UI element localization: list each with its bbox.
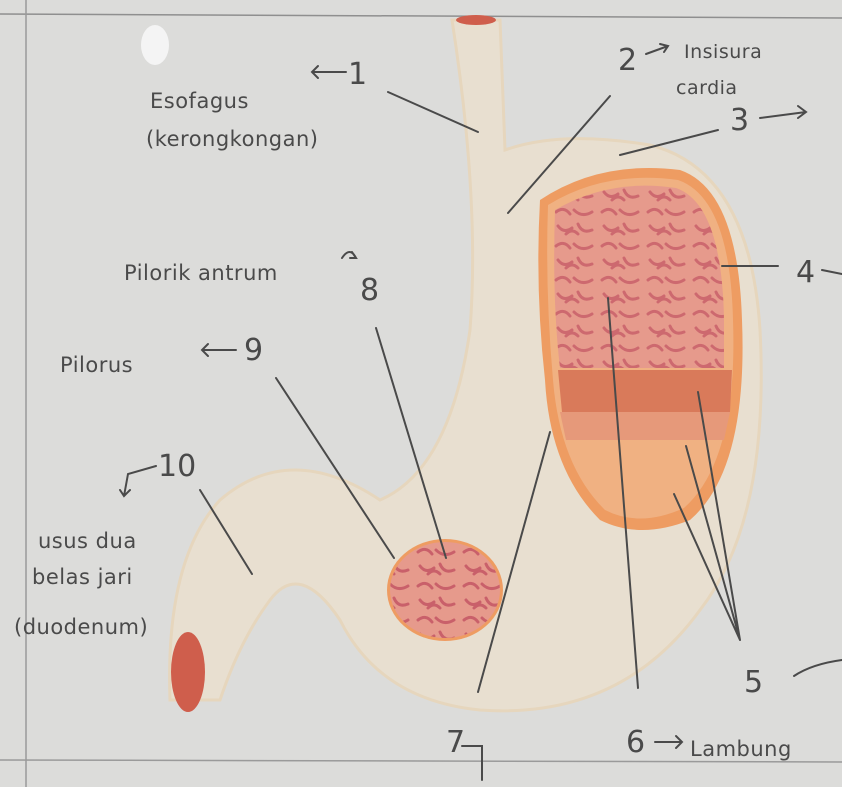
arrow-10 [120,466,156,496]
arrow-9 [202,344,236,356]
muscle-band [558,370,732,412]
arrow-6 [655,736,682,748]
esophagus-opening [456,15,496,25]
label-number-3: 3 [730,103,749,138]
label-kerongkongan: (kerongkongan) [146,127,318,151]
label-duodenum: (duodenum) [14,615,148,639]
label-number-6: 6 [626,725,645,760]
paper-top-line [0,14,842,18]
gastric-rugae [554,186,724,368]
label-esofagus: Esofagus [150,89,249,113]
label-number-8: 8 [360,273,379,308]
label-number-10: 10 [158,449,196,484]
label-cardia: cardia [676,77,738,99]
label-number-4: 4 [796,255,815,290]
arrow-2 [646,44,668,54]
label-pilorus: Pilorus [60,353,133,377]
arrow-5 [794,660,842,676]
duodenum-opening [171,632,205,712]
label-number-5: 5 [744,665,763,700]
label-insisura: Insisura [684,41,762,63]
label-belas-jari: belas jari [32,565,133,589]
label-lambung: Lambung [690,737,792,761]
arrow-8 [342,252,356,258]
label-number-1: 1 [348,57,367,92]
label-number-2: 2 [618,43,637,78]
label-pilorik-antrum: Pilorik antrum [124,261,278,285]
arrow-1 [312,66,346,78]
label-number-9: 9 [244,333,263,368]
arrow-3 [760,106,806,118]
arrow-4 [822,270,842,274]
label-number-7: 7 [446,725,465,760]
glare-spot [141,25,169,65]
label-usus-dua: usus dua [38,529,137,553]
